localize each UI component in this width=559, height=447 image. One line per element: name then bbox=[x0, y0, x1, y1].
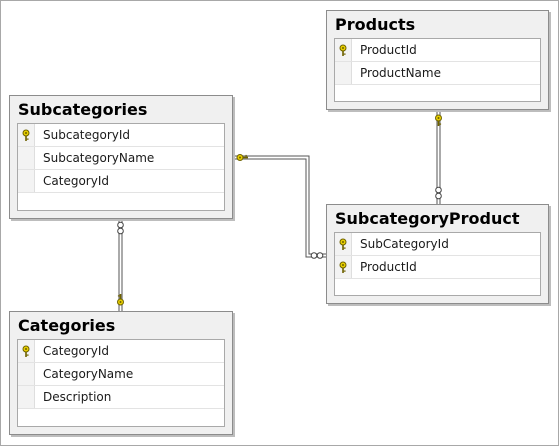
column-row[interactable]: Description bbox=[18, 386, 224, 409]
column-name: ProductId bbox=[360, 260, 417, 274]
primary-key-icon bbox=[18, 124, 35, 146]
column-name: SubCategoryId bbox=[360, 237, 449, 251]
table-title: SubcategoryProduct bbox=[335, 209, 520, 228]
primary-key-icon bbox=[18, 340, 35, 362]
column-row[interactable]: ProductId bbox=[335, 256, 540, 279]
row-handle bbox=[18, 386, 35, 408]
column-name: CategoryId bbox=[43, 344, 109, 358]
row-handle bbox=[18, 170, 35, 192]
table-categories[interactable]: Categories CategoryId CategoryName Descr… bbox=[9, 311, 233, 435]
row-handle bbox=[18, 147, 35, 169]
row-handle bbox=[335, 62, 352, 84]
table-subcategories[interactable]: Subcategories SubcategoryId SubcategoryN… bbox=[9, 95, 233, 219]
one-end-key-icon bbox=[117, 293, 124, 306]
many-end-infinity-icon bbox=[117, 221, 124, 235]
column-name: CategoryName bbox=[43, 367, 134, 381]
column-row[interactable]: SubCategoryId bbox=[335, 233, 540, 256]
row-handle bbox=[18, 363, 35, 385]
one-end-key-icon bbox=[236, 154, 249, 161]
primary-key-icon bbox=[335, 39, 352, 61]
column-name: CategoryId bbox=[43, 174, 109, 188]
column-name: Description bbox=[43, 390, 112, 404]
table-title: Products bbox=[335, 15, 416, 34]
column-name: ProductId bbox=[360, 43, 417, 57]
table-products[interactable]: Products ProductId ProductName bbox=[326, 10, 549, 110]
column-row[interactable]: CategoryId bbox=[18, 170, 224, 193]
many-end-infinity-icon bbox=[435, 186, 442, 200]
relationship-products-subcategoryproduct[interactable] bbox=[435, 111, 442, 204]
column-list: ProductId ProductName bbox=[334, 38, 541, 102]
column-list: SubCategoryId ProductId bbox=[334, 232, 541, 296]
primary-key-icon bbox=[335, 256, 352, 278]
column-name: ProductName bbox=[360, 66, 441, 80]
one-end-key-icon bbox=[435, 114, 442, 127]
relationship-categories-subcategories[interactable] bbox=[117, 219, 124, 311]
table-subcategoryproduct[interactable]: SubcategoryProduct SubCategoryId Product… bbox=[326, 204, 549, 304]
relationship-subcategories-subcategoryproduct[interactable] bbox=[233, 154, 326, 259]
many-end-infinity-icon bbox=[310, 252, 324, 259]
column-row[interactable]: CategoryName bbox=[18, 363, 224, 386]
table-title: Categories bbox=[18, 316, 116, 335]
primary-key-icon bbox=[335, 233, 352, 255]
column-name: SubcategoryName bbox=[43, 151, 155, 165]
column-name: SubcategoryId bbox=[43, 128, 131, 142]
column-list: CategoryId CategoryName Description bbox=[17, 339, 225, 427]
table-title: Subcategories bbox=[18, 100, 148, 119]
column-row[interactable]: ProductName bbox=[335, 62, 540, 85]
column-row[interactable]: CategoryId bbox=[18, 340, 224, 363]
column-row[interactable]: ProductId bbox=[335, 39, 540, 62]
column-list: SubcategoryId SubcategoryName CategoryId bbox=[17, 123, 225, 211]
column-row[interactable]: SubcategoryName bbox=[18, 147, 224, 170]
column-row[interactable]: SubcategoryId bbox=[18, 124, 224, 147]
